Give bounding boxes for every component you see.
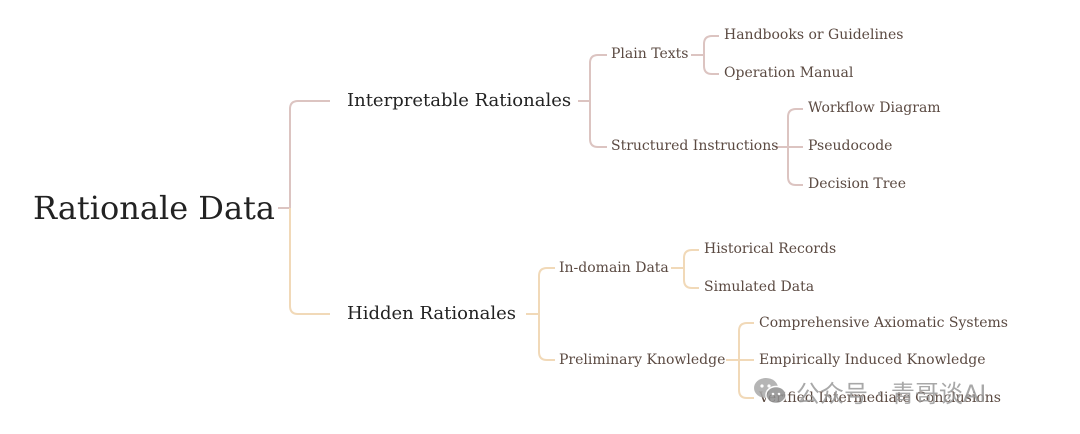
leaf-simulated-data: Simulated Data bbox=[704, 279, 815, 295]
root-to-hidden bbox=[289, 208, 330, 315]
in-domain-children-bracket bbox=[683, 249, 699, 289]
leaf-empirically-induced-knowledge: Empirically Induced Knowledge bbox=[759, 352, 986, 368]
leaf-operation-manual: Operation Manual bbox=[724, 65, 854, 81]
node-plain-texts: Plain Texts bbox=[611, 46, 689, 62]
node-in-domain-data: In-domain Data bbox=[559, 260, 669, 276]
plain-texts-children-bracket bbox=[703, 35, 719, 75]
leaf-decision-tree: Decision Tree bbox=[808, 176, 906, 192]
node-structured-instructions: Structured Instructions bbox=[611, 138, 779, 154]
root-to-interpretable bbox=[289, 100, 330, 208]
leaf-verified-intermediate-conclusions: Verified Intermediate Conclusions bbox=[759, 390, 1001, 406]
hidden-children-bracket bbox=[538, 267, 555, 361]
node-preliminary-knowledge: Preliminary Knowledge bbox=[559, 352, 726, 368]
leaf-comprehensive-axiomatic-systems: Comprehensive Axiomatic Systems bbox=[759, 315, 1008, 331]
branch-hidden-rationales: Hidden Rationales bbox=[347, 303, 516, 324]
leaf-pseudocode: Pseudocode bbox=[808, 138, 893, 154]
watermark: 公众号 · 青哥谈AI bbox=[752, 374, 986, 408]
watermark-text: 公众号 · 青哥谈AI bbox=[796, 379, 987, 408]
root-node: Rationale Data bbox=[33, 189, 275, 227]
connectors-interpretable bbox=[278, 35, 803, 209]
wechat-icon bbox=[754, 378, 787, 405]
branch-interpretable-rationales: Interpretable Rationales bbox=[347, 90, 572, 111]
interpretable-children-bracket bbox=[589, 54, 607, 148]
connectors-hidden bbox=[289, 208, 754, 399]
leaf-workflow-diagram: Workflow Diagram bbox=[808, 100, 941, 116]
leaf-historical-records: Historical Records bbox=[704, 241, 837, 257]
leaf-handbooks-or-guidelines: Handbooks or Guidelines bbox=[724, 27, 904, 43]
